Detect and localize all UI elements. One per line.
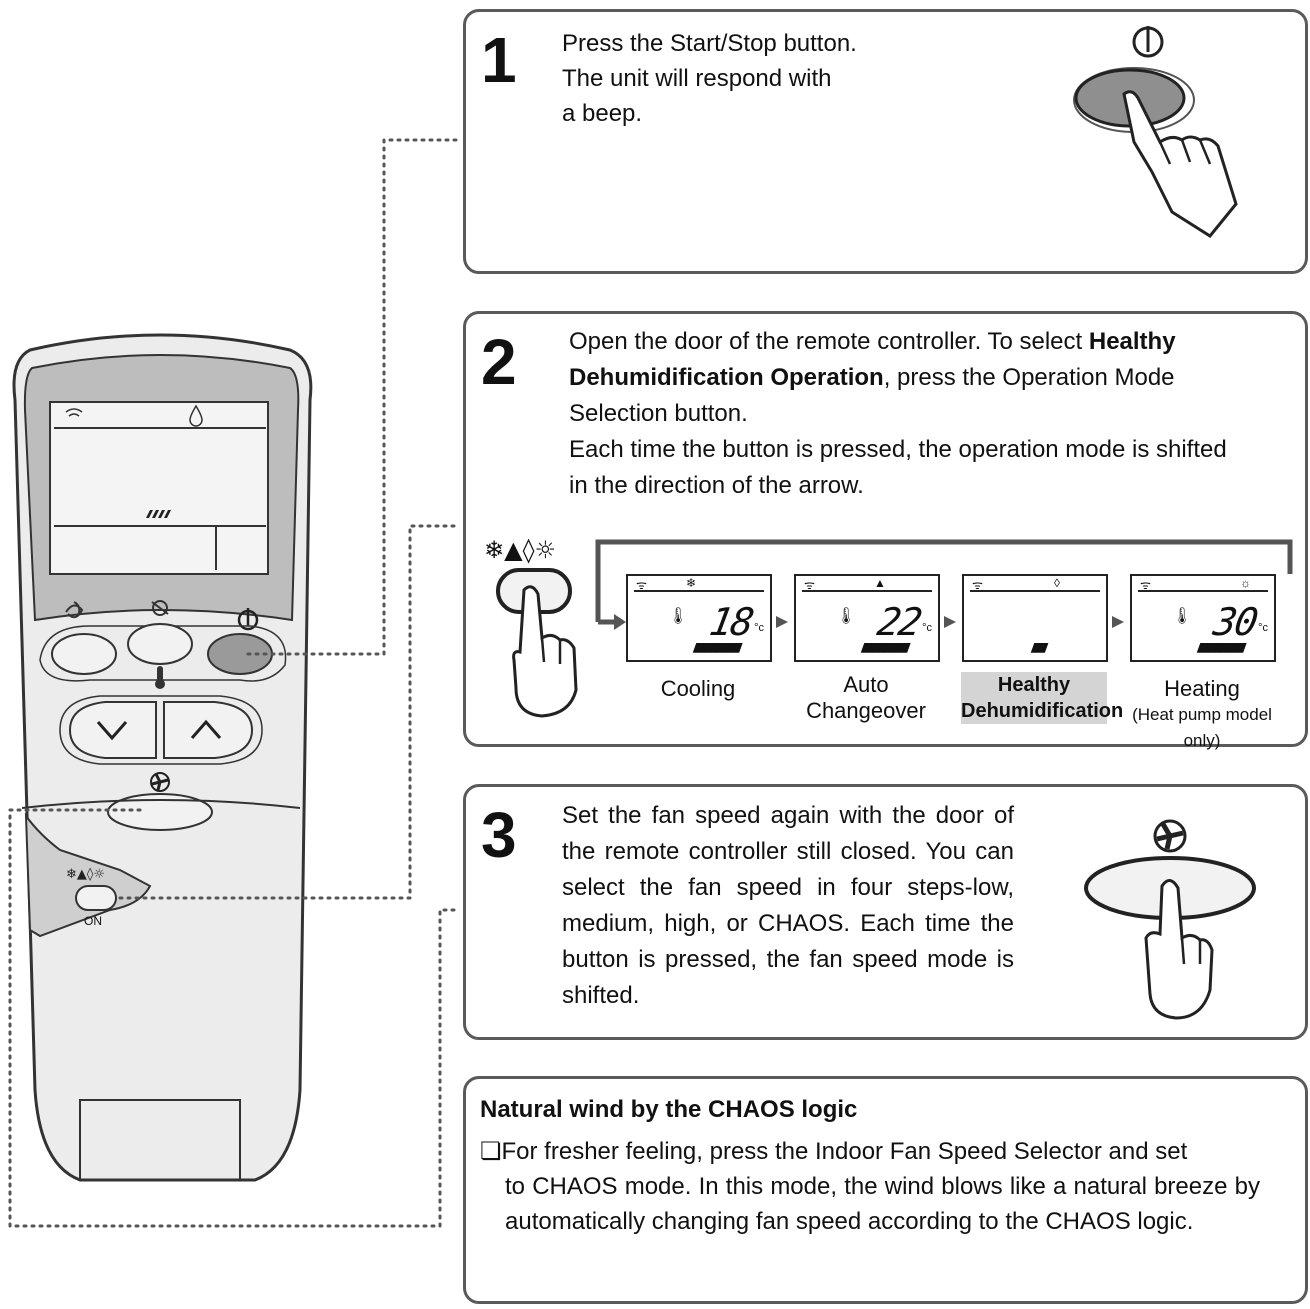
fan-icon bbox=[1153, 819, 1187, 853]
step2-panel bbox=[463, 311, 1308, 747]
hand-pressing-mode-button-illustration bbox=[496, 568, 578, 718]
remote-controller: ❄▲◊☼ bbox=[12, 333, 313, 1182]
hand-pressing-power-illustration bbox=[1073, 26, 1238, 238]
mode-label-healthy-dehumidification: Healthy Dehumidification bbox=[961, 672, 1124, 724]
remote-on-label: ON bbox=[84, 914, 102, 928]
chaos-note-panel bbox=[463, 1076, 1308, 1304]
lcd-heating: ᯤ ☼ 🌡 30 °c ▮▮▮▮▮▮▮▮▮▮ bbox=[1130, 574, 1276, 662]
mode-icons: ❄▲◊☼ bbox=[484, 536, 556, 564]
operation-mode-button-remote[interactable] bbox=[75, 885, 117, 911]
fan-speed-button[interactable] bbox=[107, 793, 213, 831]
thermometer-icon bbox=[155, 666, 165, 689]
chaos-note-text: ❏For fresher feeling, press the Indoor F… bbox=[480, 1134, 1260, 1239]
signal-icon: ᯤ bbox=[804, 578, 815, 592]
swing-icon bbox=[151, 600, 169, 616]
mode-icons-remote: ❄▲◊☼ bbox=[66, 867, 105, 882]
step3-number: 3 bbox=[481, 799, 517, 871]
step1-line: a beep. bbox=[562, 100, 643, 127]
swing-button[interactable] bbox=[127, 623, 193, 665]
fan-bars: ▮▮▮▮▮▮▮▮▮▮ bbox=[859, 640, 911, 654]
mode-label-heating-text: Heating bbox=[1164, 676, 1240, 701]
remote-door[interactable] bbox=[24, 812, 152, 938]
step1-line: The unit will respond with bbox=[562, 65, 832, 92]
mode-label-heating-sub: (Heat pump model only) bbox=[1132, 705, 1272, 750]
mode-label-auto-changeover: Auto Changeover bbox=[806, 672, 926, 723]
bullet-icon: ❏ bbox=[480, 1138, 502, 1165]
signal-icon: ᯤ bbox=[1140, 578, 1151, 592]
mode-cycle-arrows bbox=[595, 539, 1293, 630]
step2-text-line2: Each time the button is pressed, the ope… bbox=[569, 436, 1227, 499]
lcd-temp: 22 bbox=[874, 600, 924, 644]
power-icon bbox=[1132, 26, 1164, 58]
chaos-note-title: Natural wind by the CHAOS logic bbox=[480, 1096, 858, 1123]
lcd-healthy-dehumidification: ᯤ ◊ ▮▮▮ bbox=[962, 574, 1108, 662]
fan-icon bbox=[150, 772, 170, 792]
fan-bars: ▮▮▮ bbox=[1029, 640, 1049, 654]
lcd-unit: °c bbox=[754, 622, 764, 634]
connector-lines bbox=[8, 138, 460, 1228]
heating-icon: ☼ bbox=[1240, 576, 1251, 590]
lcd-unit: °c bbox=[922, 622, 932, 634]
power-icon bbox=[237, 608, 259, 631]
lcd-cooling: ᯤ ❄ 🌡 18 °c ▮▮▮▮▮▮▮▮▮▮ bbox=[626, 574, 772, 662]
lcd-temp: 30 bbox=[1210, 600, 1260, 644]
fan-bars: ▮▮▮▮▮▮▮▮▮▮ bbox=[691, 640, 743, 654]
temperature-down-button[interactable] bbox=[68, 701, 157, 759]
step1-line: Press the Start/Stop button. bbox=[562, 30, 857, 57]
step3-text: Set the fan speed again with the door of… bbox=[562, 802, 1014, 1009]
thermometer-icon: 🌡 bbox=[668, 608, 689, 625]
signal-icon: ᯤ bbox=[636, 578, 647, 592]
lcd-unit: °c bbox=[1258, 622, 1268, 634]
temperature-up-button[interactable] bbox=[163, 701, 254, 759]
step2-text-bold: Healthy Dehumidification Operation bbox=[569, 328, 1176, 391]
lcd-auto-changeover: ᯤ ▲ 🌡 22 °c ▮▮▮▮▮▮▮▮▮▮ bbox=[794, 574, 940, 662]
cooling-icon: ❄ bbox=[686, 576, 697, 590]
step1-text: Press the Start/Stop button. The unit wi… bbox=[562, 26, 857, 131]
auto-icon: ▲ bbox=[874, 576, 886, 590]
mode-label-heating: Heating (Heat pump model only) bbox=[1122, 676, 1282, 754]
swirl-button[interactable] bbox=[51, 633, 117, 675]
step2-text: Open the door of the remote controller. … bbox=[569, 324, 1245, 504]
signal-icon: ᯤ bbox=[972, 578, 983, 592]
step2-number: 2 bbox=[481, 326, 517, 398]
hand-pressing-fan-button-illustration bbox=[1084, 819, 1256, 1020]
chaos-note-text-rest: to CHAOS mode. In this mode, the wind bl… bbox=[505, 1173, 1260, 1235]
fan-bars: ▮▮▮▮▮▮▮▮▮▮ bbox=[1195, 640, 1247, 654]
step2-text-part: , press the Operation Mode Selection but… bbox=[569, 364, 1175, 427]
mode-label-cooling: Cooling bbox=[660, 676, 736, 701]
dehumidify-icon: ◊ bbox=[522, 536, 535, 564]
cooling-icon: ❄ bbox=[484, 536, 505, 564]
thermometer-icon: 🌡 bbox=[1172, 608, 1193, 625]
thermometer-icon: 🌡 bbox=[836, 608, 857, 625]
chaos-note-text-first: For fresher feeling, press the Indoor Fa… bbox=[501, 1138, 1188, 1165]
step2-text-part: Open the door of the remote controller. … bbox=[569, 328, 1089, 355]
svg-text:❄▲◊☼: ❄▲◊☼ bbox=[66, 867, 105, 882]
auto-icon: ▲ bbox=[504, 536, 523, 564]
dehumidify-icon: ◊ bbox=[1054, 576, 1060, 590]
step1-number: 1 bbox=[481, 24, 517, 96]
remote-display bbox=[49, 401, 269, 575]
heating-icon: ☼ bbox=[534, 536, 556, 564]
swirl-icon bbox=[65, 601, 84, 619]
lcd-temp: 18 bbox=[706, 600, 756, 644]
